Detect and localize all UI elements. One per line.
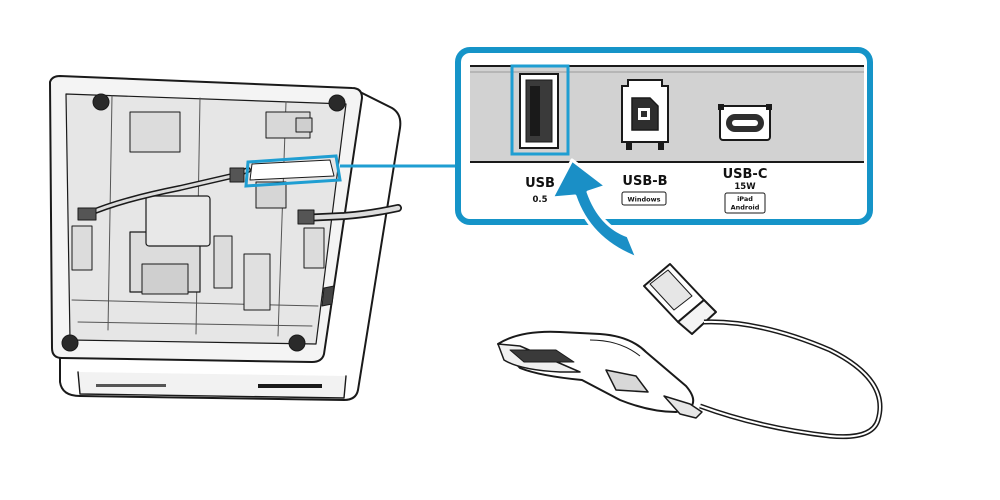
usb-b-tag-box — [621, 191, 667, 206]
usb-a-port-highlight — [510, 64, 570, 156]
usb-b-port-icon — [621, 79, 669, 150]
usb-c-tag-box — [724, 192, 766, 214]
usb-c-port-tag-line2: Android — [731, 204, 760, 212]
usb-port-value: 0.5 — [532, 195, 547, 205]
usb-a-plug-icon — [643, 263, 717, 335]
barcode-scanner-icon — [497, 330, 703, 419]
usb-b-port-tag: Windows — [627, 196, 660, 204]
usb-c-port-label: USB-C — [723, 167, 768, 182]
scanner-cable — [699, 319, 883, 440]
usb-c-port-tag-line1: iPad — [737, 195, 753, 203]
usb-b-port-label: USB-B — [622, 174, 667, 189]
usb-port-label: USB — [525, 176, 555, 191]
device-bottom-illustration — [49, 75, 402, 401]
usb-a-port-icon — [519, 73, 559, 149]
usb-c-port-icon — [718, 104, 772, 141]
usb-c-port-value: 15W — [734, 182, 756, 192]
port-area-highlight — [244, 154, 342, 188]
insert-arrow-icon — [550, 158, 639, 260]
